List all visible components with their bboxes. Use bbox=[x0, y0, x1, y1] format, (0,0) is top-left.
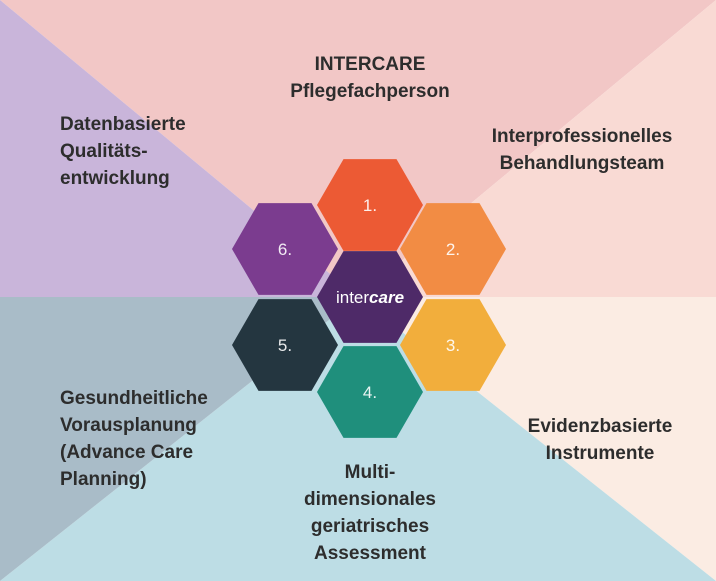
segment-top bbox=[0, 0, 716, 297]
label-line: Vorausplanung bbox=[60, 415, 197, 436]
hexagon-4: 4. bbox=[317, 346, 423, 438]
hexagon-number: 4. bbox=[363, 383, 377, 402]
label-line: entwicklung bbox=[60, 168, 170, 189]
label-line: Assessment bbox=[314, 543, 427, 564]
hexagon-2: 2. bbox=[400, 203, 506, 295]
label-line: Multi- bbox=[345, 462, 396, 483]
hexagon-1: 1. bbox=[317, 159, 423, 251]
segment-bottom bbox=[0, 297, 716, 581]
hexagon-number: 5. bbox=[278, 336, 292, 355]
label-line: Datenbasierte bbox=[60, 114, 186, 135]
label-line: geriatrisches bbox=[311, 516, 429, 537]
center-hexagon-shape bbox=[317, 251, 423, 343]
label-line: Gesundheitliche bbox=[60, 388, 208, 409]
segment-labels: INTERCARE PflegefachpersonInterprofession… bbox=[60, 54, 672, 564]
hexagon-number: 2. bbox=[446, 240, 460, 259]
label-line: Evidenzbasierte bbox=[528, 416, 673, 437]
logo-light-part: inter bbox=[336, 288, 369, 307]
hexagon-number: 6. bbox=[278, 240, 292, 259]
hexagon-number: 3. bbox=[446, 336, 460, 355]
hexagon-3: 3. bbox=[400, 299, 506, 391]
label-line: Planning) bbox=[60, 469, 147, 490]
label-line: Behandlungsteam bbox=[500, 153, 665, 174]
hexagon-shape bbox=[232, 203, 338, 295]
label-line: Qualitäts- bbox=[60, 141, 148, 162]
label-line: Interprofessionelles bbox=[492, 126, 673, 147]
center-hexagon: intercare bbox=[317, 251, 423, 343]
hexagon-shape bbox=[232, 299, 338, 391]
hexagon-5: 5. bbox=[232, 299, 338, 391]
intercare-logo: intercare bbox=[336, 288, 404, 307]
hexagon-shape bbox=[400, 299, 506, 391]
hexagon-cluster: 1. 2. 3. 4. 5. 6. intercare bbox=[232, 159, 506, 438]
hexagon-shape bbox=[400, 203, 506, 295]
hexagon-6: 6. bbox=[232, 203, 338, 295]
label-top: INTERCARE Pflegefachperson bbox=[290, 54, 449, 102]
label-line: (Advance Care bbox=[60, 442, 193, 463]
label-line: INTERCARE bbox=[315, 54, 426, 75]
logo-bold-part: care bbox=[369, 288, 404, 307]
hexagon-shape bbox=[317, 159, 423, 251]
label-line: Instrumente bbox=[546, 443, 655, 464]
label-line: dimensionales bbox=[304, 489, 436, 510]
hexagon-number: 1. bbox=[363, 196, 377, 215]
hexagon-shape bbox=[317, 346, 423, 438]
label-line: Pflegefachperson bbox=[290, 81, 449, 102]
